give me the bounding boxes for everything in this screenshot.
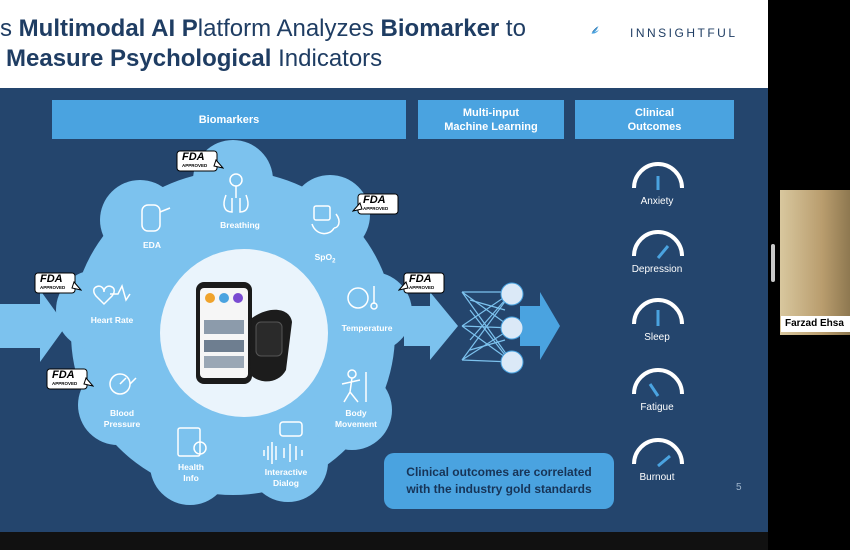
label-interactive-dialog-line2: Dialog: [273, 478, 299, 488]
wearable-band-icon: [250, 309, 292, 382]
header-ml-line2: Machine Learning: [444, 120, 538, 133]
gauge-sleep-icon: [632, 298, 684, 326]
header-clinical-line2: Outcomes: [627, 120, 682, 133]
output-arrow-icon: [520, 292, 560, 360]
label-eda: EDA: [143, 240, 161, 250]
panel-scrollbar[interactable]: [771, 244, 775, 282]
fda-badge-blood-pressure: FDA APPROVED: [46, 368, 95, 397]
fda-badge-heart-rate: FDA APPROVED: [34, 272, 83, 301]
label-health-info-line2: Info: [183, 473, 199, 483]
neural-nodes: [500, 282, 524, 374]
outcome-fatigue: Fatigue: [640, 402, 674, 413]
outcome-depression: Depression: [631, 264, 683, 275]
label-spo2-sub: 2: [332, 258, 336, 265]
fda-badge-bottom: APPROVED: [40, 285, 66, 290]
slide-title: s Multimodal AI Platform Analyzes Biomar…: [0, 14, 600, 74]
spo2-icon: [311, 205, 340, 235]
presentation-slide: s Multimodal AI Platform Analyzes Biomar…: [0, 0, 768, 532]
label-breathing: Breathing: [220, 220, 260, 230]
label-health-info-line1: Health: [178, 462, 204, 472]
title-suffix: to: [499, 15, 526, 42]
video-feed: [780, 190, 850, 335]
header-biomarkers-label: Biomarkers: [198, 113, 260, 126]
label-spo2: SpO2: [300, 252, 350, 268]
interactive-dialog-icon: [263, 421, 303, 464]
input-arrow-icon: [0, 290, 66, 362]
header-clinical-line1: Clinical: [634, 106, 675, 119]
label-body-movement-line2: Movement: [334, 419, 378, 429]
header-ml-line1: Multi-input: [462, 106, 520, 119]
title-bold-1: Multimodal AI P: [18, 15, 198, 42]
label-blood-pressure-line1: Blood: [109, 408, 135, 418]
clinical-note-text: Clinical outcomes are correlated with th…: [406, 464, 591, 498]
participant-name-tag: Farzad Ehsa: [781, 316, 850, 332]
neural-network-icon: [461, 291, 513, 363]
fda-badge-top: FDA: [182, 151, 205, 163]
label-spo2-text: SpO: [314, 252, 333, 262]
fda-badge-top: FDA: [52, 369, 75, 381]
temperature-icon: [347, 286, 378, 310]
header-biomarkers: Biomarkers: [52, 100, 406, 139]
label-blood-pressure-line2: Pressure: [103, 419, 141, 429]
fda-badge-shape: [34, 272, 83, 294]
clinical-note-line2: with the industry gold standards: [406, 482, 592, 496]
label-heart-rate: Heart Rate: [90, 315, 134, 325]
outcome-sleep: Sleep: [644, 332, 670, 343]
title-bold-2: Biomarker: [380, 15, 500, 42]
fda-badge-top: FDA: [409, 273, 432, 285]
outcome-burnout: Burnout: [639, 472, 675, 483]
outcome-anxiety: Anxiety: [640, 196, 674, 207]
health-info-icon: [177, 427, 207, 457]
title-prefix: s: [0, 15, 19, 42]
fda-badge-top: FDA: [40, 273, 63, 285]
fda-badge-top: FDA: [363, 194, 386, 206]
title-line-1: s Multimodal AI Platform Analyzes Biomar…: [0, 14, 600, 44]
biomarker-gear-diagram: [0, 140, 684, 505]
clinical-note-box: Clinical outcomes are correlated with th…: [384, 453, 614, 509]
breathing-icon: [223, 173, 249, 213]
label-body-movement-line1: Body: [345, 408, 367, 418]
brand-logo-icon: [591, 26, 599, 34]
fda-badge-spo2: FDA APPROVED: [351, 193, 400, 222]
participant-video-tile[interactable]: [780, 190, 850, 335]
fda-badge-shape: [351, 193, 399, 215]
fda-badge-shape: [397, 272, 445, 294]
gauge-depression-icon: [632, 230, 684, 259]
title-line2-bold: Measure Psychological: [6, 45, 272, 72]
smartphone-icon: [196, 282, 252, 384]
body-movement-icon: [341, 369, 367, 403]
gauge-fatigue-icon: [632, 368, 684, 397]
eda-icon: [141, 204, 171, 232]
fda-badge-bottom: APPROVED: [182, 163, 208, 168]
fda-badge-bottom: APPROVED: [363, 206, 389, 211]
slide-title-band: [0, 0, 768, 88]
fda-badge-bottom: APPROVED: [52, 381, 78, 386]
fda-badge-temperature: FDA APPROVED: [397, 272, 446, 301]
brand-name: INNSIGHTFUL: [630, 26, 738, 40]
clinical-note-line1: Clinical outcomes are correlated: [406, 465, 592, 479]
label-temperature: Temperature: [341, 323, 393, 333]
blood-pressure-icon: [109, 373, 137, 395]
ml-input-arrow-icon: [404, 292, 458, 360]
page-number: 5: [736, 482, 742, 493]
fda-badge-breathing: FDA APPROVED: [176, 150, 225, 179]
title-line-2: Measure Psychological Indicators: [0, 44, 600, 74]
fda-badge-shape: [46, 368, 95, 390]
fda-badge-shape: [176, 150, 225, 172]
heart-rate-icon: [93, 283, 131, 306]
title-line2-suffix: Indicators: [271, 45, 383, 72]
gauge-burnout-icon: [632, 438, 684, 468]
gauge-anxiety-icon: [632, 162, 684, 190]
label-interactive-dialog-line1: Interactive: [264, 467, 308, 477]
title-mid: latform Analyzes: [197, 15, 381, 42]
fda-badge-bottom: APPROVED: [409, 285, 435, 290]
bottom-bar: [0, 532, 768, 550]
